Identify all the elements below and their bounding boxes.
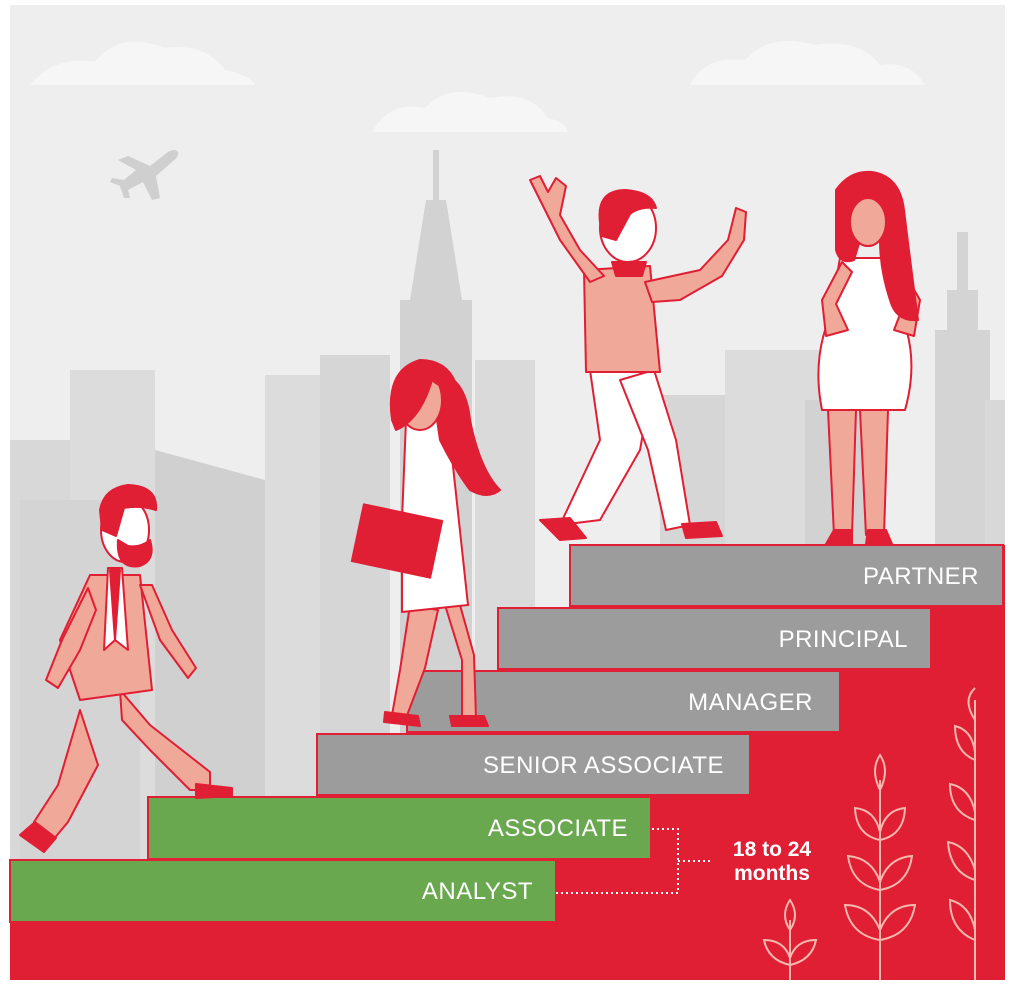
duration-line-2: months bbox=[734, 862, 810, 885]
associate-label: ASSOCIATE bbox=[487, 815, 628, 842]
partner-label: PARTNER bbox=[863, 563, 979, 590]
person-manager bbox=[529, 175, 747, 541]
person-analyst bbox=[19, 484, 233, 853]
step-senior-associate bbox=[316, 733, 751, 796]
principal-label: PRINCIPAL bbox=[778, 626, 908, 653]
step-partner bbox=[569, 544, 1004, 607]
duration-bracket bbox=[556, 828, 712, 894]
step-analyst bbox=[9, 859, 557, 923]
senior-associate-label: SENIOR ASSOCIATE bbox=[483, 752, 724, 779]
plant-icon bbox=[762, 898, 818, 980]
manager-label: MANAGER bbox=[688, 689, 813, 716]
airplane-icon bbox=[110, 150, 179, 200]
step-principal bbox=[497, 607, 932, 670]
career-steps bbox=[9, 544, 1004, 923]
step-associate bbox=[147, 796, 652, 860]
cloud-icon bbox=[690, 40, 925, 85]
plant-icon bbox=[843, 753, 917, 980]
cloud-icon bbox=[372, 91, 568, 132]
person-partner bbox=[817, 170, 921, 545]
plant-icon bbox=[946, 687, 976, 980]
analyst-label: ANALYST bbox=[421, 878, 533, 905]
duration-annotation: 18 to 24 months bbox=[712, 838, 832, 886]
cloud-icon bbox=[30, 41, 255, 85]
duration-line-1: 18 to 24 bbox=[732, 838, 812, 861]
person-senior-associate bbox=[350, 359, 501, 727]
